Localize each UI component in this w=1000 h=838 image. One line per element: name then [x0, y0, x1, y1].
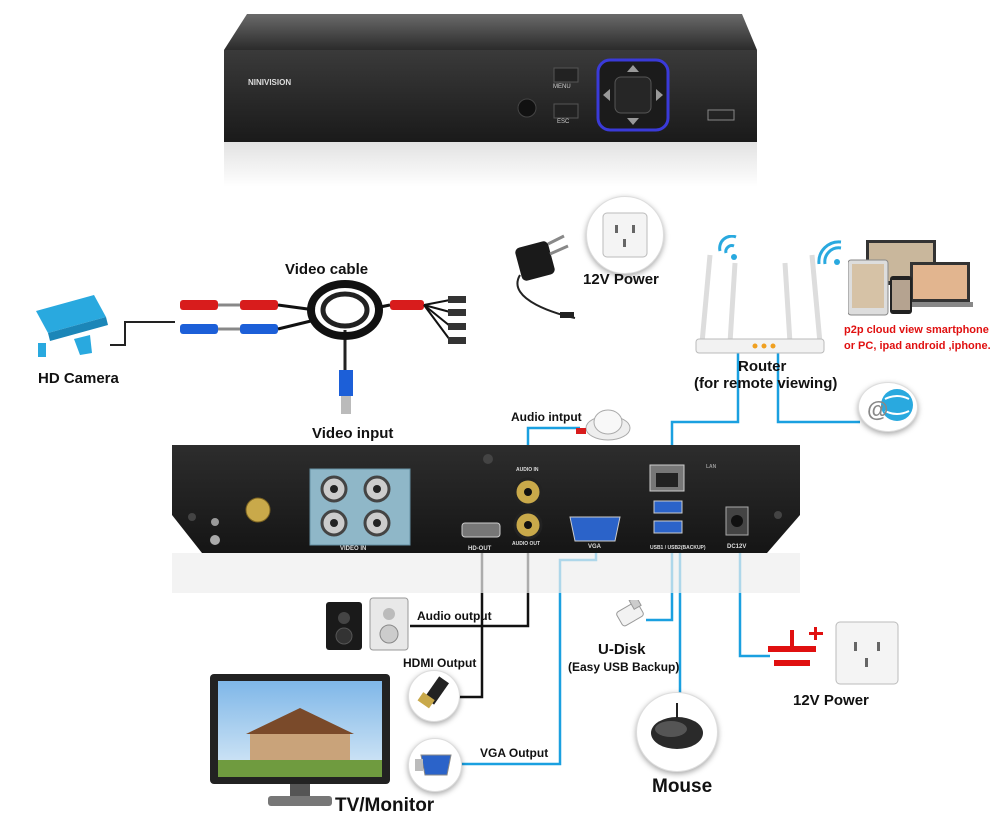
tv-monitor-label: TV/Monitor [335, 795, 435, 816]
router-label: Router [738, 358, 787, 375]
wifi-icon [817, 240, 842, 265]
video-cable-icon [180, 280, 466, 344]
audio-out-port-label: AUDIO OUT [512, 541, 541, 547]
camera-cable-line [110, 321, 175, 346]
mouse-icon [636, 692, 718, 772]
p2p-label-line1: p2p cloud view smartphone [844, 324, 989, 336]
video-cable-label: Video cable [285, 261, 369, 278]
dvr-back-panel [172, 445, 800, 593]
svg-text:@: @ [867, 397, 888, 422]
internet-wire [776, 348, 860, 424]
power-socket-bottom-icon [835, 621, 899, 685]
mouse-label: Mouse [652, 776, 713, 797]
speakers-icon [326, 597, 409, 651]
power-bottom-label: 12V Power [793, 692, 869, 709]
esc-button-label: ESC [557, 119, 570, 125]
audio-input-label: Audio intput [511, 410, 582, 424]
udisk-sub-label: (Easy USB Backup) [568, 660, 680, 674]
video-input-label: Video input [312, 425, 394, 442]
vga-port-label: VGA [588, 544, 602, 550]
hd-camera-icon [36, 295, 108, 357]
router-icon [695, 235, 825, 354]
power-socket-top-icon [586, 196, 664, 274]
audio-in-port-label: AUDIO IN [516, 467, 539, 473]
udisk-label: U-Disk [598, 641, 646, 658]
menu-button-label: MENU [553, 84, 571, 90]
audio-output-label: Audio output [417, 609, 492, 623]
dvr-front-device [224, 14, 757, 187]
lan-port-label: LAN [706, 464, 717, 470]
hdmi-output-label: HDMI Output [403, 656, 477, 670]
p2p-label-line2: or PC, ipad android ,iphone. [844, 340, 991, 352]
internet-globe-icon: @ [858, 382, 918, 432]
dc-port-label: DC12V [727, 544, 747, 550]
router-sub-label: (for remote viewing) [694, 375, 838, 392]
bnc-connector-icon [339, 370, 353, 414]
vga-connector-icon [408, 738, 462, 792]
hd-camera-label: HD Camera [38, 370, 119, 387]
client-devices-icon [848, 240, 973, 316]
power-top-label: 12V Power [583, 271, 659, 288]
power-adapter-icon [515, 234, 574, 318]
hdmi-connector-icon [408, 670, 460, 722]
tv-monitor-icon [210, 674, 390, 806]
udisk-icon [616, 600, 644, 627]
vga-output-label: VGA Output [480, 746, 549, 760]
microphone-icon [576, 409, 631, 441]
dc-polarity-icon [768, 627, 823, 666]
hdmi-output-wire [458, 545, 484, 699]
usb-port-label: USB1 / USB2(BACKUP) [650, 545, 706, 551]
device-brand: NINIVISION [248, 78, 292, 87]
video-in-port-label: VIDEO IN [340, 546, 367, 552]
hd-out-port-label: HD-OUT [468, 546, 492, 552]
